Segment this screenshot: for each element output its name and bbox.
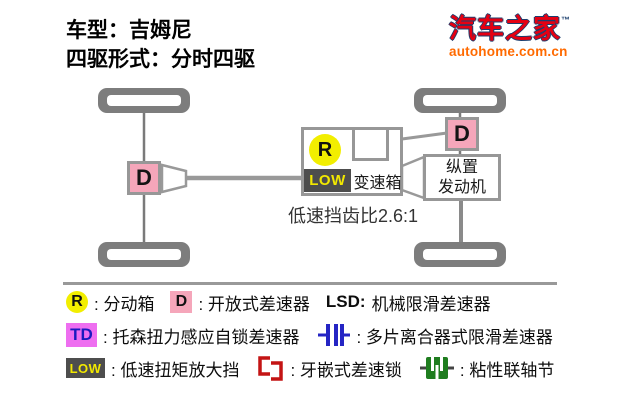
open-diff-legend-text: : 开放式差速器: [198, 294, 310, 314]
rear-diff-coupler-shape: [160, 163, 188, 194]
engine-label-line2: 发动机: [437, 178, 486, 196]
legend: R : 分动箱 D : 开放式差速器 LSD: 机械限滑差速器 TD : 托森扭…: [66, 290, 555, 382]
front-differential-box: D: [445, 117, 479, 151]
lsd-legend-text: 机械限滑差速器: [371, 294, 491, 314]
wheel-rim: [423, 95, 497, 106]
engine-box: 纵置 发动机: [423, 154, 501, 201]
gearbox-output-box: [352, 127, 389, 161]
open-diff-legend-badge: D: [170, 291, 193, 313]
autohome-logo: 汽车之家™ autohome.com.cn: [449, 16, 570, 59]
wheel-front-left: [414, 88, 506, 113]
trademark-mark: ™: [561, 15, 570, 25]
engine-label-line1: 纵置: [445, 158, 478, 176]
low-gear-ratio-note: 低速挡齿比2.6:1: [288, 206, 419, 226]
low-range-legend-text: : 低速扭矩放大挡: [111, 360, 240, 380]
viscous-coupling-icon: [419, 354, 454, 382]
logo-domain-text: autohome.com.cn: [449, 44, 568, 59]
logo-brand-text: 汽车之家: [449, 14, 561, 44]
wheel-rim: [423, 249, 497, 260]
wheel-rim: [107, 95, 181, 106]
drivetrain-type-label: 四驱形式：分时四驱: [66, 48, 255, 71]
wheel-rear-right: [98, 242, 190, 267]
lsd-abbreviation: LSD:: [325, 292, 366, 311]
dog-clutch-legend-text: : 牙嵌式差速锁: [290, 360, 402, 380]
legend-row-1: R : 分动箱 D : 开放式差速器 LSD: 机械限滑差速器: [66, 290, 554, 314]
transfer-case-legend-text: : 分动箱: [94, 294, 155, 314]
dog-clutch-lock-icon: [257, 355, 284, 382]
transfer-case-legend-badge: R: [66, 291, 88, 313]
legend-divider: [63, 282, 557, 285]
rear-differential-box: D: [127, 161, 161, 195]
wheel-rim: [107, 249, 181, 260]
model-label: 车型：吉姆尼: [66, 19, 192, 42]
legend-row-2: TD : 托森扭力感应自锁差速器 : 多片离合器式限滑差速器: [66, 323, 554, 347]
viscous-coupling-legend-text: : 粘性联轴节: [459, 360, 555, 380]
multi-plate-clutch-icon: [317, 322, 351, 348]
torsen-legend-text: : 托森扭力感应自锁差速器: [103, 327, 300, 347]
torsen-legend-badge: TD: [66, 323, 97, 347]
low-range-badge: LOW: [304, 169, 351, 192]
multi-plate-clutch-legend-text: : 多片离合器式限滑差速器: [356, 327, 553, 347]
gearbox-label: 变速箱: [353, 175, 402, 192]
transfer-case-badge: R: [309, 134, 341, 166]
wheel-front-right: [414, 242, 506, 267]
gearbox-engine-coupler-shape: [400, 155, 426, 200]
low-range-legend-badge: LOW: [66, 358, 105, 378]
wheel-rear-left: [98, 88, 190, 113]
legend-row-3: LOW : 低速扭矩放大挡 : 牙嵌式差速锁 : 粘性联轴节: [66, 354, 555, 382]
title-block: 车型：吉姆尼 四驱形式：分时四驱: [66, 16, 255, 74]
